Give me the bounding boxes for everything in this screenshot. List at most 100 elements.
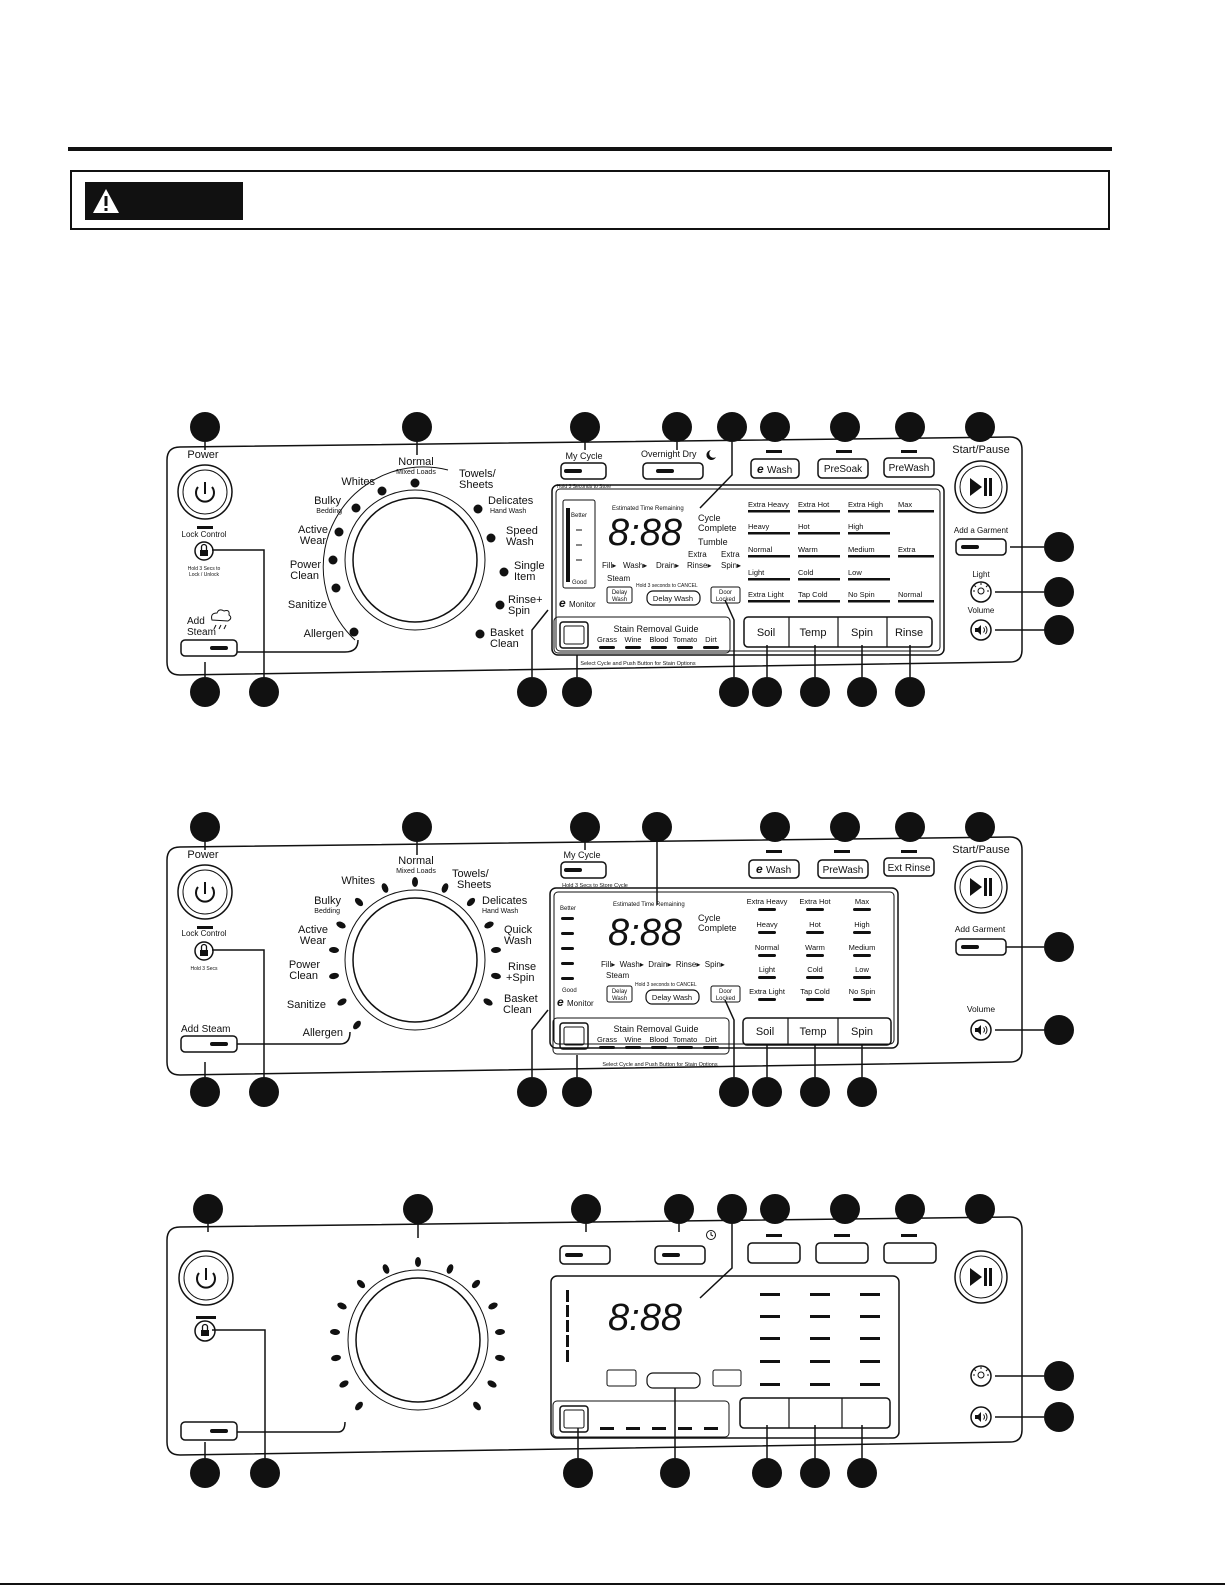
cycle-quick-2: Wash — [504, 935, 532, 947]
power-button[interactable] — [177, 864, 233, 920]
option-temp-led — [798, 555, 840, 558]
stain-section — [553, 616, 731, 654]
option-temp-label: Hot — [809, 920, 822, 929]
cycle-indicators — [329, 877, 501, 1030]
callout-2-lock — [249, 1077, 279, 1107]
overnight-dry-button[interactable] — [642, 462, 704, 480]
callout-1-volume — [1044, 615, 1074, 645]
display-window — [551, 484, 945, 656]
soil-button[interactable] — [740, 1398, 789, 1428]
ewash-button[interactable] — [750, 458, 800, 479]
ewash-button[interactable] — [748, 859, 800, 879]
display-inner — [553, 891, 895, 1045]
light-button[interactable] — [970, 1365, 992, 1387]
prewash-button[interactable] — [883, 1242, 937, 1264]
stain-button[interactable] — [559, 1405, 589, 1433]
my-cycle-button[interactable] — [560, 462, 607, 480]
option-soil-label: Heavy — [748, 522, 770, 531]
callout-3-stain — [563, 1458, 593, 1488]
overnight-dry-button[interactable] — [654, 1245, 706, 1265]
lock-button[interactable] — [194, 541, 214, 561]
option-soil-label: Heavy — [756, 920, 778, 929]
callout-1-rinse — [895, 677, 925, 707]
add-steam-button[interactable] — [180, 1035, 238, 1053]
start-pause-button[interactable] — [954, 1250, 1008, 1304]
add-steam-button[interactable] — [180, 639, 238, 657]
display-window — [549, 887, 899, 1049]
ewash-led — [766, 450, 782, 453]
lock-button[interactable] — [194, 941, 214, 961]
cycle-indicators — [328, 478, 509, 639]
option-soil-label: Extra Light — [748, 590, 785, 599]
add-steam-label-1: Add — [187, 616, 205, 627]
lock-icon — [200, 943, 208, 956]
volume-button[interactable] — [970, 619, 992, 641]
ext-rinse-label: Ext Rinse — [888, 863, 931, 874]
add-steam-button[interactable] — [180, 1421, 238, 1441]
stain-button[interactable] — [559, 1022, 589, 1050]
ewash-label: Wash — [766, 865, 791, 876]
option-soil-label: Extra Heavy — [747, 897, 788, 906]
ewash-button[interactable] — [747, 1242, 801, 1264]
dial-arc — [322, 466, 449, 641]
lock-button[interactable] — [194, 1320, 216, 1342]
door-locked-1: Door — [719, 590, 732, 596]
ext-rinse-button[interactable] — [883, 857, 935, 877]
stain-button[interactable] — [559, 621, 589, 649]
delay-ind-2: Wash — [612, 996, 627, 1002]
callout-3-dial — [403, 1194, 433, 1224]
temp-button[interactable] — [789, 1398, 842, 1428]
option-temp-led — [798, 510, 840, 513]
my-cycle-button[interactable] — [560, 861, 607, 879]
power-button[interactable] — [177, 464, 233, 520]
light-button[interactable] — [970, 581, 992, 603]
my-cycle-button[interactable] — [559, 1245, 611, 1265]
cycle-speed-1: Speed — [506, 525, 538, 537]
presoak-button[interactable] — [815, 1242, 869, 1264]
volume-button[interactable] — [970, 1406, 992, 1428]
display-inner — [555, 488, 941, 652]
volume-button[interactable] — [970, 1019, 992, 1041]
emonitor-good: Good — [572, 580, 587, 586]
prewash-label: PreWash — [889, 463, 930, 474]
cycle-selector-dial[interactable] — [347, 1269, 489, 1411]
option-temp-led — [798, 578, 840, 581]
cycle-selector-dial[interactable] — [344, 489, 486, 631]
start-pause-button[interactable] — [954, 860, 1008, 914]
option-spin-led — [853, 908, 871, 911]
delay-wash-button[interactable] — [645, 989, 700, 1005]
prewash-button[interactable] — [883, 457, 935, 478]
prewash-button[interactable] — [817, 859, 869, 879]
delay-wash-button[interactable] — [646, 590, 701, 606]
option-soil-led — [748, 600, 790, 603]
overnight-dry-label: Overnight Dry — [641, 449, 697, 459]
add-garment-button[interactable] — [955, 938, 1007, 956]
cycle-selector-dial[interactable] — [344, 889, 486, 1031]
stain-title: Stain Removal Guide — [613, 624, 698, 634]
stain-option-led — [677, 1046, 693, 1049]
stain-option-led — [703, 646, 719, 649]
spin-button[interactable] — [842, 1398, 890, 1428]
steam-status: Steam — [607, 574, 630, 583]
cycle-basket-2: Clean — [503, 1004, 532, 1016]
start-pause-button[interactable] — [954, 460, 1008, 514]
power-button[interactable] — [178, 1250, 234, 1306]
ewash-e-icon: e — [756, 862, 763, 876]
rinse-button-label: Rinse — [895, 627, 923, 639]
emonitor-label: Monitor — [569, 600, 596, 609]
stain-option-label: Grass — [597, 1035, 617, 1044]
control-panel-3: 8:88 — [166, 1194, 1074, 1488]
emonitor-e-icon: e — [557, 995, 564, 1009]
cycle-towels-1: Towels/ — [459, 468, 497, 480]
add-steam-led — [210, 1042, 228, 1046]
warning-box — [70, 170, 1110, 230]
stage-wash: Wash▸ — [623, 561, 647, 570]
add-garment-button[interactable] — [955, 538, 1007, 556]
presoak-button[interactable] — [817, 458, 869, 479]
callout-3-presoak — [830, 1194, 860, 1224]
stain-button-inner — [563, 1026, 585, 1046]
delay-wash-button[interactable] — [646, 1372, 701, 1389]
